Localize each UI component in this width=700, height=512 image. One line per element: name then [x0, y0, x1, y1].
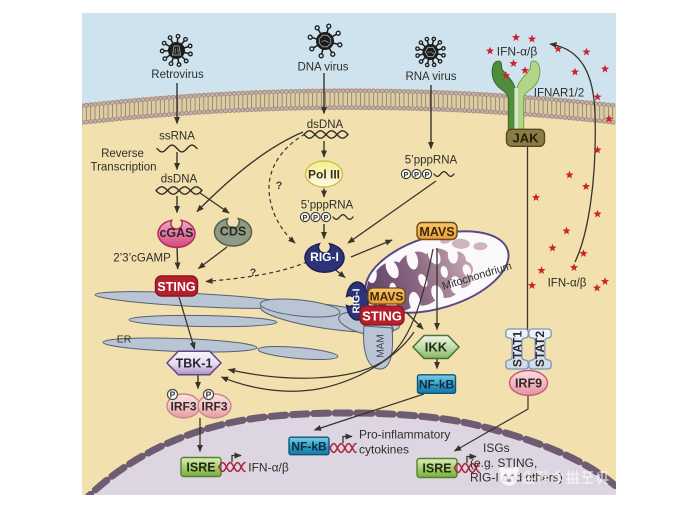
- svg-text:cytokines: cytokines: [359, 443, 409, 457]
- svg-text:Retrovirus: Retrovirus: [151, 69, 204, 81]
- svg-text:cGAS: cGAS: [159, 226, 193, 240]
- svg-text:MAM: MAM: [376, 334, 387, 357]
- svg-text:P: P: [323, 213, 328, 222]
- svg-text:IRF9: IRF9: [515, 377, 542, 391]
- svg-text:IRF3: IRF3: [201, 400, 227, 414]
- svg-text:P: P: [206, 390, 212, 400]
- svg-text:dsDNA: dsDNA: [161, 174, 198, 186]
- svg-text:STAT2: STAT2: [533, 331, 547, 368]
- svg-text:RNA virus: RNA virus: [405, 71, 456, 83]
- svg-text:RIG-I: RIG-I: [351, 288, 363, 313]
- svg-text:IRF3: IRF3: [170, 400, 196, 414]
- svg-text:IFN-α/β: IFN-α/β: [248, 461, 289, 475]
- svg-text:(e.g. STING,: (e.g. STING,: [470, 456, 537, 470]
- svg-text:IFN-α/β: IFN-α/β: [548, 278, 587, 290]
- svg-text:P: P: [403, 170, 408, 179]
- svg-text:P: P: [302, 213, 307, 222]
- svg-text:?: ?: [276, 180, 283, 192]
- svg-text:ER: ER: [117, 334, 132, 346]
- svg-text:NF-kB: NF-kB: [291, 440, 327, 454]
- svg-text:ISRE: ISRE: [422, 462, 451, 476]
- svg-text:ISGs: ISGs: [483, 441, 510, 455]
- svg-text:Pol III: Pol III: [308, 168, 340, 182]
- svg-text:IFN-α/β: IFN-α/β: [497, 45, 538, 59]
- svg-text:DNA virus: DNA virus: [297, 62, 348, 74]
- svg-text:IFNAR1/2: IFNAR1/2: [534, 88, 585, 100]
- svg-text:dsDNA: dsDNA: [307, 119, 344, 131]
- svg-text:STING: STING: [157, 280, 195, 294]
- svg-text:Reverse: Reverse: [101, 148, 144, 160]
- svg-text:2’3’cGAMP: 2’3’cGAMP: [113, 253, 171, 265]
- svg-text:ssRNA: ssRNA: [159, 131, 195, 143]
- svg-text:P: P: [424, 170, 429, 179]
- svg-text:MAVS: MAVS: [419, 225, 454, 239]
- svg-text:?: ?: [250, 267, 257, 279]
- svg-text:Pro-inflammatory: Pro-inflammatory: [359, 428, 450, 442]
- svg-text:STAT1: STAT1: [511, 331, 525, 368]
- svg-text:5’pppRNA: 5’pppRNA: [301, 200, 354, 212]
- svg-text:P: P: [170, 390, 176, 400]
- svg-text:RIG-I: RIG-I: [310, 250, 339, 264]
- svg-text:TBK-1: TBK-1: [176, 357, 213, 371]
- svg-text:P: P: [313, 213, 318, 222]
- svg-text:CDS: CDS: [220, 225, 246, 239]
- svg-text:JAK: JAK: [512, 130, 539, 145]
- svg-text:Transcription: Transcription: [90, 162, 156, 174]
- svg-text:5’pppRNA: 5’pppRNA: [405, 155, 458, 167]
- svg-text:STING: STING: [362, 309, 402, 324]
- svg-text:IKK: IKK: [425, 340, 448, 355]
- svg-text:ISRE: ISRE: [186, 461, 215, 475]
- svg-text:MAVS: MAVS: [370, 290, 404, 304]
- svg-text:NF-kB: NF-kB: [419, 378, 455, 392]
- svg-text:P: P: [414, 170, 419, 179]
